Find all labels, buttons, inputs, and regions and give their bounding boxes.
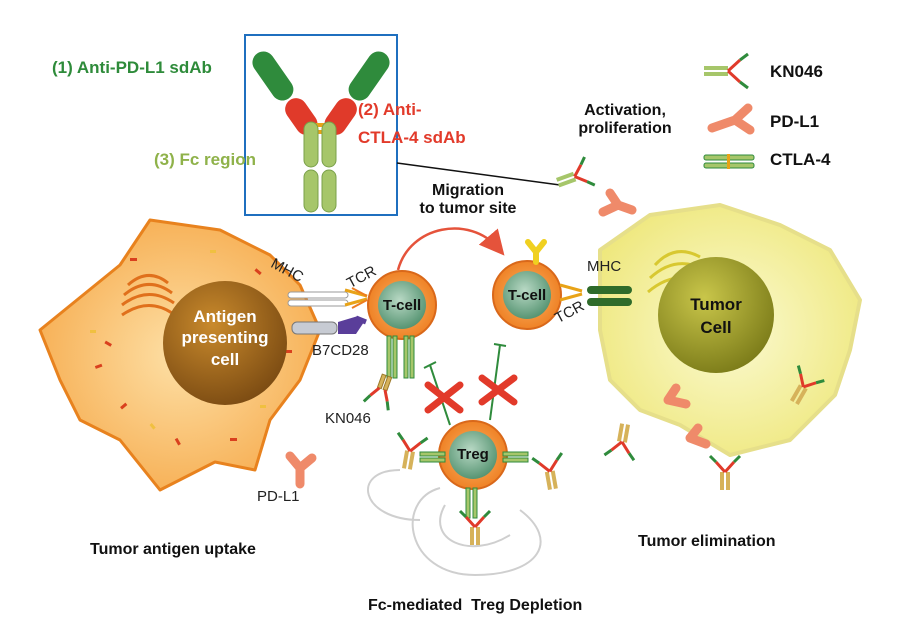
fc-region-callout: (3) Fc region — [154, 150, 257, 169]
legend-pdl1-icon — [707, 103, 755, 135]
legend-pdl1-label: PD-L1 — [770, 112, 820, 131]
migration-arrow — [396, 227, 505, 271]
caption-elimination: Tumor elimination — [638, 533, 776, 550]
caption-uptake: Tumor antigen uptake — [90, 541, 256, 558]
tcell-left-label: T-cell — [382, 297, 422, 314]
tcr-left-molecule — [344, 287, 368, 309]
treg-label: Treg — [457, 446, 489, 463]
caption-depletion: Fc-mediated Treg Depletion — [368, 597, 583, 614]
legend-kn046-icon — [704, 52, 749, 90]
kn046-antibody-treg — [396, 431, 564, 545]
anti-ctla4-callout-line1: (2) Anti- — [358, 100, 422, 119]
b7-cd28-label: B7CD28 — [312, 342, 369, 359]
anti-pdl1-callout: (1) Anti-PD-L1 sdAb — [52, 58, 212, 77]
treg-cell — [367, 420, 542, 577]
tcell-right-label: T-cell — [507, 287, 547, 304]
anti-ctla4-callout-line2: CTLA-4 sdAb — [358, 128, 466, 147]
mhc-right-label: MHC — [587, 258, 622, 275]
legend-ctla4-label: CTLA-4 — [770, 150, 831, 169]
tcell-right — [492, 239, 583, 330]
pdl1-tumor-surface — [598, 188, 711, 449]
migration-label: Migration to tumor site — [419, 182, 517, 218]
kn046-label: KN046 — [325, 410, 371, 427]
mhc-left-molecule — [287, 291, 367, 335]
antibody-structure-inset — [244, 34, 561, 216]
legend-ctla4-icon — [703, 154, 755, 169]
tcell-left — [367, 270, 437, 379]
inhibition-markers — [423, 343, 518, 426]
kn046-antibody-tumor — [556, 156, 825, 490]
kn046-antibody-left — [362, 373, 393, 411]
pdl1-apc-surface — [285, 451, 317, 489]
legend-kn046-label: KN046 — [770, 62, 823, 81]
inset-pointer-line — [396, 162, 561, 186]
pdl1-apc-label: PD-L1 — [257, 488, 300, 505]
tumor-cell-label: Tumor Cell — [690, 295, 742, 337]
activation-label: Activation, proliferation — [578, 102, 672, 138]
antigen-presenting-cell — [38, 218, 322, 492]
apc-label: Antigen presenting cell — [181, 307, 269, 369]
